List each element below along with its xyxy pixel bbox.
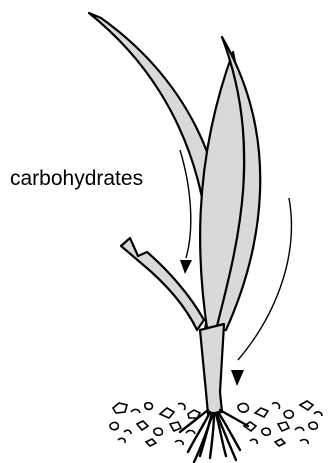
- carbohydrates-label: carbohydrates: [10, 167, 143, 190]
- broken-leaf: [121, 238, 204, 330]
- stem: [200, 324, 224, 414]
- left-down-arrow-icon: [180, 150, 192, 274]
